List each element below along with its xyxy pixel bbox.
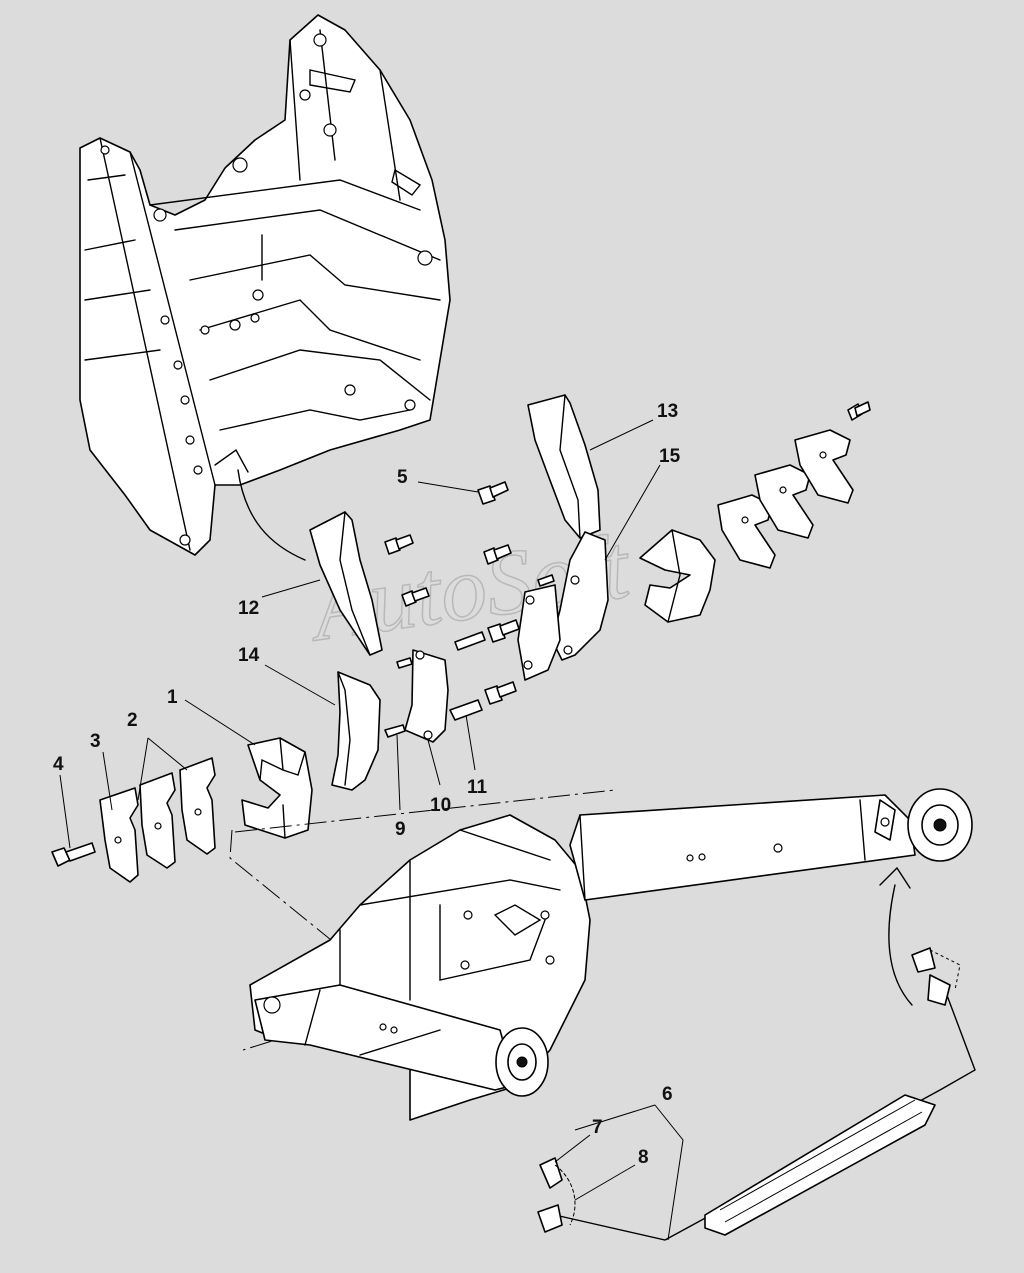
arrow-head-lower [879,866,911,889]
assembly-arrow-upper [237,469,306,561]
callout-9: 9 [395,819,406,840]
lower-link-left [254,984,549,1097]
part-12-bracket [309,511,383,656]
leader-lines [59,419,684,1241]
part-4-bolt [51,842,96,867]
callout-14: 14 [238,645,260,666]
callout-5: 5 [397,467,408,488]
part-15-plate [517,531,609,681]
callout-6: 6 [662,1084,673,1105]
weight-carrier-casting [79,14,451,556]
callout-4: 4 [53,754,64,775]
bolts-cluster [384,401,871,738]
part-1-block [241,737,313,839]
callouts: 1 2 3 4 5 6 7 8 9 10 11 12 13 14 15 [53,401,681,1168]
arrow-head-upper [214,448,249,473]
right-weight-block [639,529,716,623]
callout-8: 8 [638,1147,649,1168]
assembly-arrow-lower [888,884,913,1006]
callout-15: 15 [659,446,681,467]
lower-link-right [569,788,973,901]
shims-right [717,429,854,569]
callout-13: 13 [657,401,678,422]
callout-2: 2 [127,710,138,731]
part-14-pad [331,671,381,791]
callout-10: 10 [430,795,451,816]
callout-11: 11 [467,777,488,798]
part-13-bracket [527,394,601,539]
shims-left [99,757,216,883]
callout-3: 3 [90,731,101,752]
part-10-plate [404,649,449,743]
callout-12: 12 [238,598,259,619]
callout-1: 1 [167,687,178,708]
part-8-chain [554,1164,576,1226]
part-7-pin [537,1157,563,1233]
callout-7: 7 [592,1117,603,1138]
part-6-stabilizer-rod [554,947,976,1241]
